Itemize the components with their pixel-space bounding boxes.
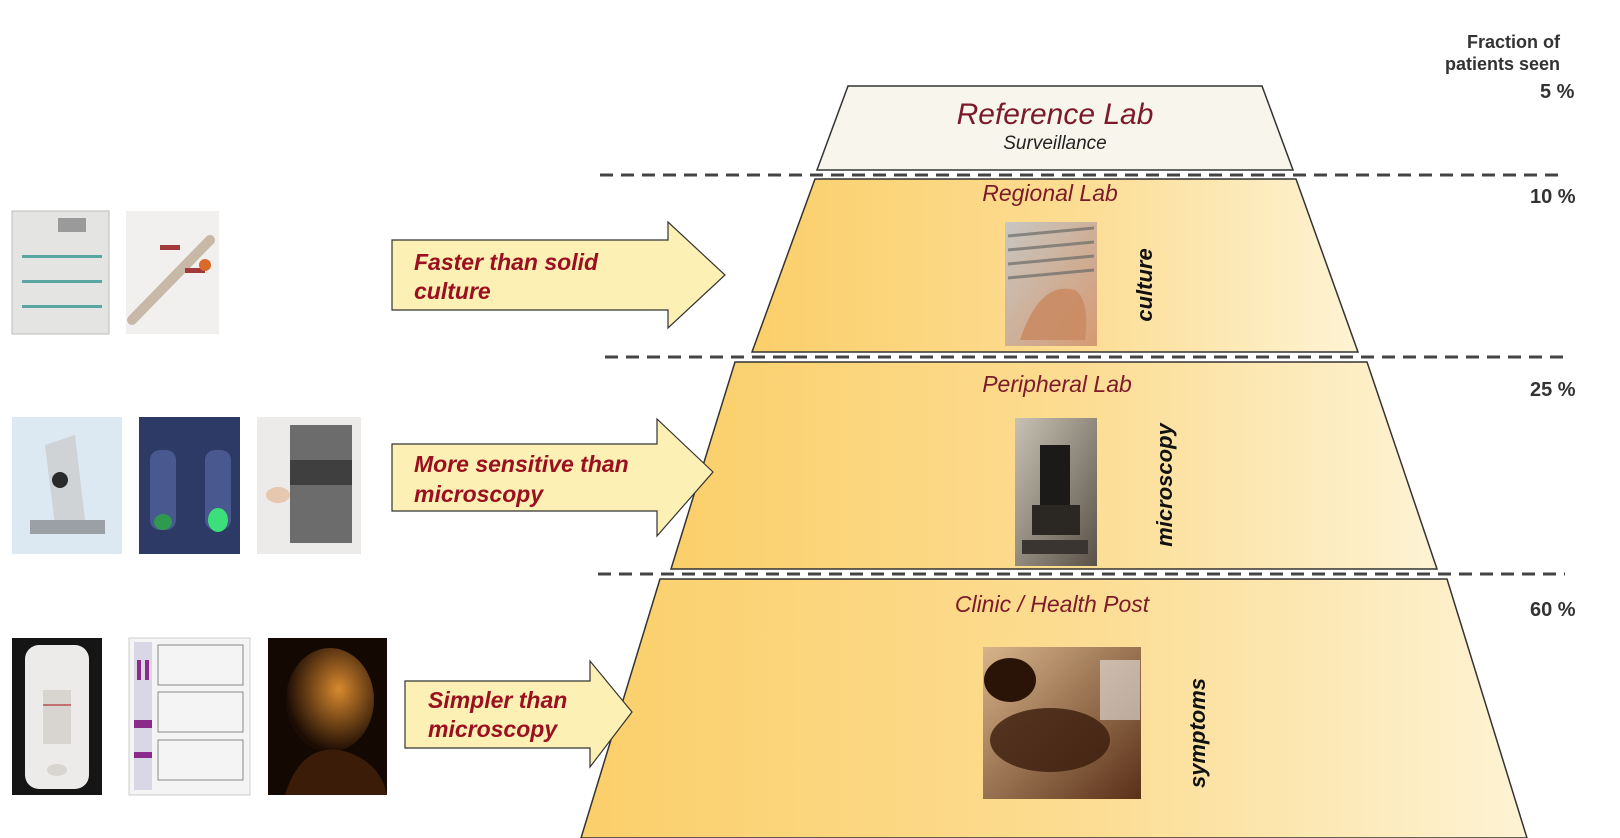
microscopy-photo	[1015, 418, 1097, 566]
culture-photo	[1005, 222, 1097, 346]
lamp-tubes-image	[139, 417, 240, 554]
rapid-test-cassette-image	[12, 638, 102, 795]
arrow-microscopy-line1: More sensitive than	[414, 451, 629, 477]
culture-system-image	[12, 211, 109, 334]
arrow-simpler-line2: microscopy	[428, 716, 558, 742]
arrow-culture: Faster than solid culture	[392, 222, 725, 328]
method-label-culture: culture	[1132, 248, 1157, 321]
arrow-simpler: Simpler than microscopy	[405, 661, 632, 767]
genexpert-instrument-image	[257, 417, 361, 554]
tier-title-reference: Reference Lab	[957, 98, 1154, 131]
fraction-reference: 5 %	[1540, 81, 1575, 103]
method-label-symptoms: symptoms	[1185, 678, 1210, 788]
lf-test-strip-image	[129, 638, 250, 795]
tier-subtitle-reference: Surveillance	[1003, 133, 1107, 154]
line-probe-strips-image	[126, 211, 219, 334]
arrow-microscopy-line2: microscopy	[414, 481, 544, 507]
child-silhouette-image	[268, 638, 387, 795]
fraction-peripheral: 25 %	[1530, 379, 1576, 401]
header-line1: Fraction of	[1467, 32, 1561, 52]
symptoms-photo	[983, 647, 1141, 799]
arrow-microscopy: More sensitive than microscopy	[392, 419, 713, 536]
tier-title-clinic: Clinic / Health Post	[955, 591, 1151, 617]
header-line2: patients seen	[1445, 54, 1560, 74]
arrow-culture-line1: Faster than solid	[414, 249, 599, 275]
fraction-clinic: 60 %	[1530, 599, 1576, 621]
method-label-microscopy: microscopy	[1152, 421, 1177, 546]
fluorescence-microscope-image	[12, 417, 122, 554]
arrow-culture-line2: culture	[414, 278, 491, 304]
fraction-regional: 10 %	[1530, 186, 1576, 208]
arrow-simpler-line1: Simpler than	[428, 687, 567, 713]
tier-title-regional: Regional Lab	[982, 180, 1118, 206]
tier-title-peripheral: Peripheral Lab	[982, 371, 1132, 397]
